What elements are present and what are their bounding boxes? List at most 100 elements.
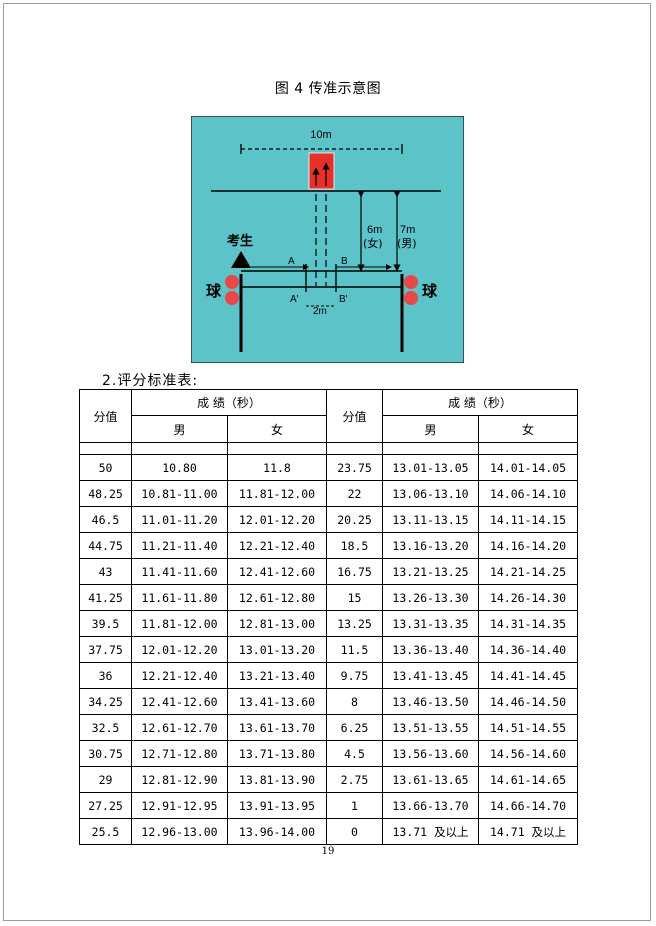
table-cell: 12.96-13.00 <box>131 818 228 845</box>
table-cell: 36 <box>79 662 132 689</box>
male-header-right: 男 <box>382 415 480 443</box>
table-cell: 13.25 <box>326 610 384 637</box>
result-header-left: 成 绩（秒） <box>130 389 328 416</box>
svg-text:6m: 6m <box>367 224 382 236</box>
table-cell: 13.71-13.80 <box>226 740 328 767</box>
table-cell: 20.25 <box>326 506 384 533</box>
male-header-left: 男 <box>131 415 228 443</box>
table-cell: 12.81-13.00 <box>226 610 328 637</box>
table-cell: 12.61-12.80 <box>226 584 328 611</box>
table-cell: 13.26-13.30 <box>382 584 480 611</box>
svg-text:7m: 7m <box>400 224 415 236</box>
table-cell: 11.01-11.20 <box>131 506 228 533</box>
table-cell: 14.51-14.55 <box>478 714 579 741</box>
score-header-right: 分值 <box>326 389 384 443</box>
table-cell: 11.21-11.40 <box>131 532 228 559</box>
width-label: 10m <box>310 129 331 141</box>
table-cell: 13.61-13.70 <box>226 714 328 741</box>
table-cell: 14.56-14.60 <box>478 740 579 767</box>
table-cell: 46.5 <box>79 506 132 533</box>
table-cell: 29 <box>79 766 132 793</box>
table-cell: 0 <box>326 818 384 845</box>
score-header-left: 分值 <box>79 389 132 443</box>
table-cell: 14.61-14.65 <box>478 766 579 793</box>
table-cell: 10.81-11.00 <box>131 480 228 507</box>
female-header-left: 女 <box>226 415 328 443</box>
table-cell: 32.5 <box>79 714 132 741</box>
svg-text:B: B <box>341 256 348 267</box>
page-number: 19 <box>321 846 335 857</box>
table-cell: 23.75 <box>326 454 384 481</box>
table-cell: 10.80 <box>131 454 228 481</box>
table-cell: 9.75 <box>326 662 384 689</box>
svg-text:(女): (女) <box>363 236 383 250</box>
table-cell: 8 <box>326 688 384 715</box>
table-cell: 13.41-13.60 <box>226 688 328 715</box>
table-cell: 14.66-14.70 <box>478 792 579 819</box>
table-cell: 44.75 <box>79 532 132 559</box>
ball-left-bottom <box>225 291 239 305</box>
table-cell: 15 <box>326 584 384 611</box>
table-cell: 13.01-13.20 <box>226 636 328 663</box>
table-cell: 1 <box>326 792 384 819</box>
table-cell: 16.75 <box>326 558 384 585</box>
table-cell: 11.5 <box>326 636 384 663</box>
table-cell: 13.11-13.15 <box>382 506 480 533</box>
table-cell: 11.81-12.00 <box>226 480 328 507</box>
table-cell: 30.75 <box>79 740 132 767</box>
table-cell: 13.61-13.65 <box>382 766 480 793</box>
table-cell: 12.01-12.20 <box>131 636 228 663</box>
table-cell: 12.81-12.90 <box>131 766 228 793</box>
svg-text:A: A <box>288 256 295 267</box>
figure-caption: 图 4 传准示意图 <box>274 81 382 97</box>
table-cell: 48.25 <box>79 480 132 507</box>
table-cell: 11.8 <box>226 454 328 481</box>
table-cell: 12.61-12.70 <box>131 714 228 741</box>
table-cell: 14.21-14.25 <box>478 558 579 585</box>
table-cell: 13.31-13.35 <box>382 610 480 637</box>
table-cell: 14.16-14.20 <box>478 532 579 559</box>
table-cell: 11.81-12.00 <box>131 610 228 637</box>
table-cell: 12.71-12.80 <box>131 740 228 767</box>
table-cell: 13.06-13.10 <box>382 480 480 507</box>
table-cell: 18.5 <box>326 532 384 559</box>
table-cell: 13.21-13.40 <box>226 662 328 689</box>
ball-left-top <box>225 275 239 289</box>
table-cell: 13.21-13.25 <box>382 558 480 585</box>
table-cell: 50 <box>79 454 132 481</box>
svg-text:(男): (男) <box>397 237 417 250</box>
table-cell: 13.96-14.00 <box>226 818 328 845</box>
table-cell: 6.25 <box>326 714 384 741</box>
table-cell: 14.71 及以上 <box>478 818 579 845</box>
table-cell: 14.26-14.30 <box>478 584 579 611</box>
table-cell: 14.11-14.15 <box>478 506 579 533</box>
table-cell: 14.41-14.45 <box>478 662 579 689</box>
table-cell: 14.31-14.35 <box>478 610 579 637</box>
page-border <box>3 3 651 921</box>
table-cell: 11.61-11.80 <box>131 584 228 611</box>
table-cell: 14.06-14.10 <box>478 480 579 507</box>
section-heading: 2.评分标准表: <box>102 373 199 389</box>
table-cell: 13.36-13.40 <box>382 636 480 663</box>
examinee-label: 考生 <box>227 233 253 249</box>
target-zone <box>308 152 335 190</box>
table-cell: 2.75 <box>326 766 384 793</box>
passing-accuracy-diagram: 10m 6m (女) 7m (男) 考生 A B A' B' 2m 球 球 <box>191 116 464 363</box>
ball-right-bottom <box>404 291 418 305</box>
table-cell: 13.71 及以上 <box>382 818 480 845</box>
ball-left-label: 球 <box>206 282 222 300</box>
table-cell: 11.41-11.60 <box>131 558 228 585</box>
svg-text:A': A' <box>290 294 299 305</box>
table-cell: 41.25 <box>79 584 132 611</box>
ball-right-label: 球 <box>422 282 438 300</box>
table-cell: 12.01-12.20 <box>226 506 328 533</box>
